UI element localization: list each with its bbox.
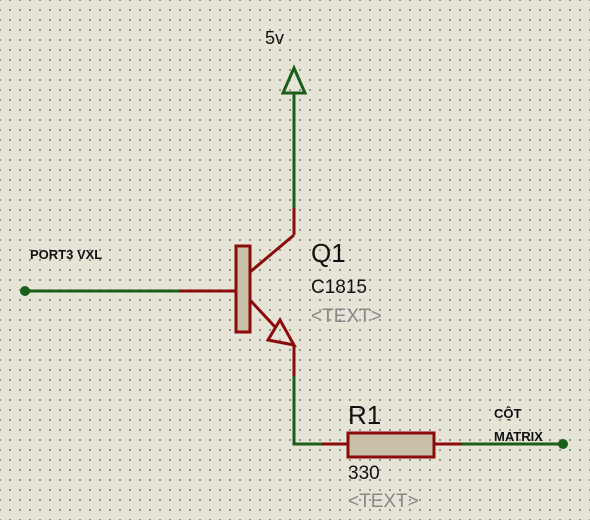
transistor-text-field: <TEXT> (311, 306, 382, 327)
transistor-ref: Q1 (311, 238, 346, 268)
resistor-body (346, 431, 436, 459)
net-label-right-line2: MATRIX (494, 429, 543, 444)
power-arrow-icon (280, 64, 308, 95)
resistor-ref: R1 (348, 400, 381, 430)
resistor-value: 330 (348, 463, 380, 484)
resistor-r1[interactable]: R1 330 <TEXT> (322, 400, 462, 512)
net-label-right-line1: CỘT (494, 406, 522, 421)
transistor-value: C1815 (311, 277, 367, 298)
emitter-arrow-icon (265, 317, 297, 348)
transistor-q1[interactable]: Q1 C1815 <TEXT> (180, 208, 382, 376)
emitter-lead (248, 298, 278, 330)
resistor-text-field: <TEXT> (348, 491, 419, 512)
collector-lead (249, 233, 295, 274)
net-label-left: PORT3 VXL (30, 247, 102, 262)
power-label: 5v (265, 28, 284, 48)
power-terminal-5v[interactable]: 5v (265, 28, 308, 208)
net-cot-matrix[interactable]: CỘT MATRIX (462, 406, 568, 449)
wire-emitter-resistor (292, 376, 322, 446)
net-terminal-dot (558, 439, 568, 449)
net-port3-vxl[interactable]: PORT3 VXL (20, 247, 180, 296)
transistor-base-bar (234, 244, 252, 334)
